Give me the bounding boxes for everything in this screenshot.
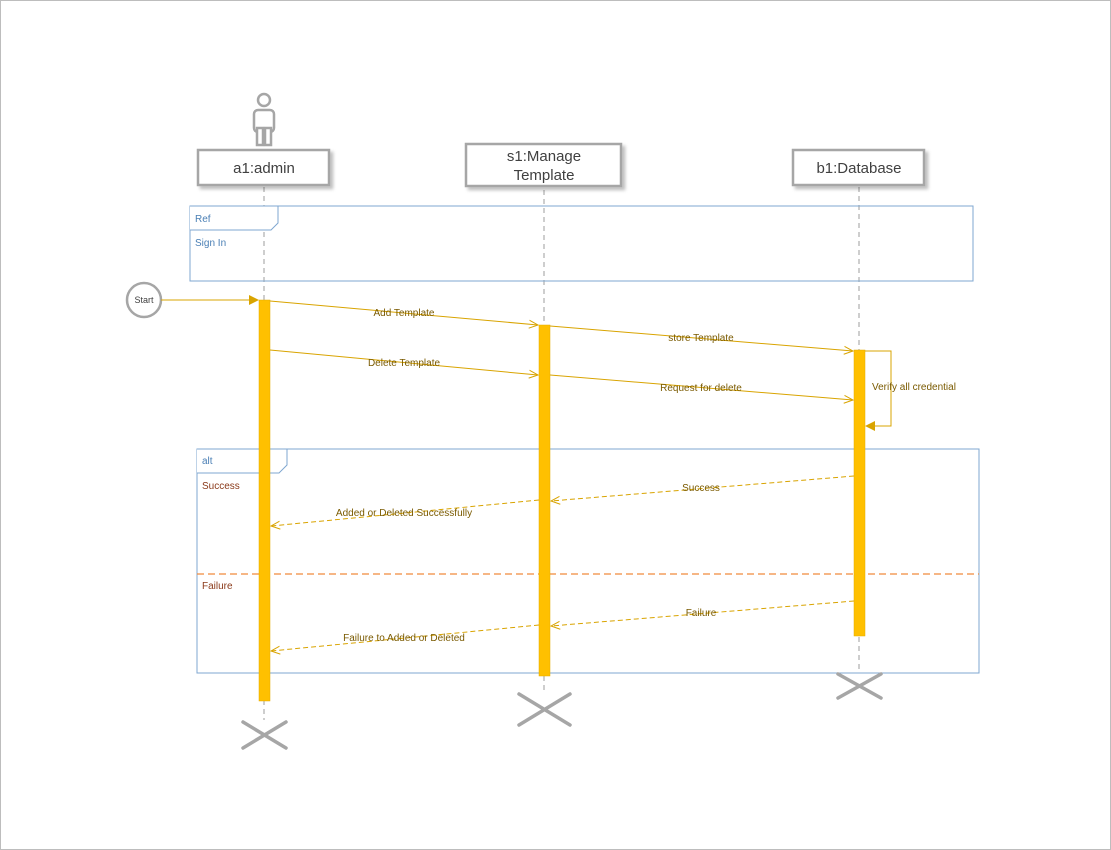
start-node[interactable]: Start xyxy=(125,281,163,319)
ref-frame-text: Sign In xyxy=(195,238,226,249)
msg-failure-label: Failure xyxy=(686,608,717,619)
lifeline-title-manage-line1: s1:Manage xyxy=(507,148,581,165)
msg-added-deleted-ok-arrow xyxy=(271,499,540,526)
destroy-x-icon xyxy=(241,720,288,750)
activation-admin xyxy=(258,299,271,702)
lifeline-box-manage[interactable]: s1:Manage Template xyxy=(464,142,623,188)
person-icon xyxy=(252,92,276,147)
msg-delete-template-arrow xyxy=(269,349,538,375)
activation-db xyxy=(853,349,866,637)
msg-failure-added-deleted-arrow xyxy=(271,624,540,651)
lifeline-title-manage-line2: Template xyxy=(514,167,575,184)
lifeline-title-db: b1:Database xyxy=(816,160,901,177)
lifeline-box-admin[interactable]: a1:admin xyxy=(196,148,331,187)
msg-request-delete-arrow xyxy=(549,374,853,400)
msg-add-template-arrow xyxy=(269,300,538,325)
msg-request-delete-label: Request for delete xyxy=(660,383,742,394)
ref-frame[interactable]: Ref Sign In xyxy=(189,205,974,282)
msg-added-deleted-ok-label: Added or Deleted Successfully xyxy=(336,508,472,519)
start-label: Start xyxy=(134,295,154,305)
msg-failure-added-deleted-label: Failure to Added or Deleted xyxy=(343,633,465,644)
msg-add-template-label: Add Template xyxy=(374,308,435,319)
msg-verify-arrow xyxy=(865,350,892,431)
lifeline-title-admin: a1:admin xyxy=(233,160,295,177)
alt-guard-failure: Failure xyxy=(202,581,233,592)
msg-success-arrow xyxy=(551,475,855,501)
msg-failure-arrow xyxy=(551,600,855,626)
ref-frame-tag: Ref xyxy=(195,214,211,225)
destroy-x-icon xyxy=(517,692,572,727)
msg-verify-label: Verify all credential xyxy=(872,382,956,393)
msg-store-template-label: store Template xyxy=(668,333,734,344)
msg-success-label: Success xyxy=(682,483,720,494)
alt-guard-success: Success xyxy=(202,481,240,492)
msg-store-template-arrow xyxy=(549,325,853,351)
lifeline-box-db[interactable]: b1:Database xyxy=(791,148,926,187)
activation-manage xyxy=(538,324,551,677)
destroy-x-icon xyxy=(836,672,883,700)
alt-frame-tag: alt xyxy=(202,456,213,467)
msg-delete-template-label: Delete Template xyxy=(368,358,441,369)
